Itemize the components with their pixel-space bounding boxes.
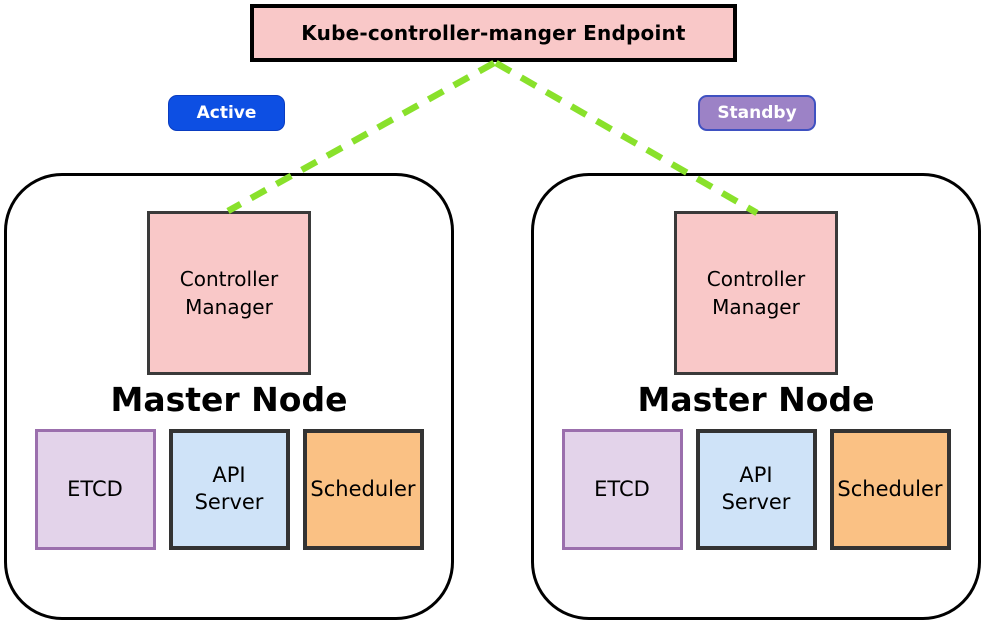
api-server-label: API Server	[721, 463, 791, 515]
master-node-title: Master Node	[110, 380, 348, 419]
controller-manager-label: Controller Manager	[179, 267, 279, 319]
etcd-label: ETCD	[594, 476, 650, 501]
active-badge: Active	[168, 95, 285, 131]
etcd-box: ETCD	[34, 428, 156, 550]
standby-badge: Standby	[698, 95, 816, 131]
endpoint-label: Kube-controller-manger Endpoint	[301, 21, 686, 45]
api-server-box: API Server	[695, 428, 817, 550]
endpoint-box: Kube-controller-manger Endpoint	[250, 4, 737, 62]
components-row: ETCD API Server Scheduler	[34, 428, 424, 550]
master-node-title: Master Node	[637, 380, 875, 419]
scheduler-box: Scheduler	[302, 428, 424, 550]
etcd-label: ETCD	[67, 476, 123, 501]
api-server-box: API Server	[168, 428, 290, 550]
controller-manager-box: Controller Manager	[674, 211, 838, 375]
api-server-label: API Server	[194, 463, 264, 515]
scheduler-box: Scheduler	[829, 428, 951, 550]
master-node-standby-container: Controller Manager Master Node ETCD API …	[531, 173, 981, 620]
master-node-active-container: Controller Manager Master Node ETCD API …	[4, 173, 454, 620]
scheduler-label: Scheduler	[837, 476, 943, 501]
etcd-box: ETCD	[561, 428, 683, 550]
scheduler-label: Scheduler	[310, 476, 416, 501]
components-row: ETCD API Server Scheduler	[561, 428, 951, 550]
controller-manager-box: Controller Manager	[147, 211, 311, 375]
controller-manager-label: Controller Manager	[706, 267, 806, 319]
